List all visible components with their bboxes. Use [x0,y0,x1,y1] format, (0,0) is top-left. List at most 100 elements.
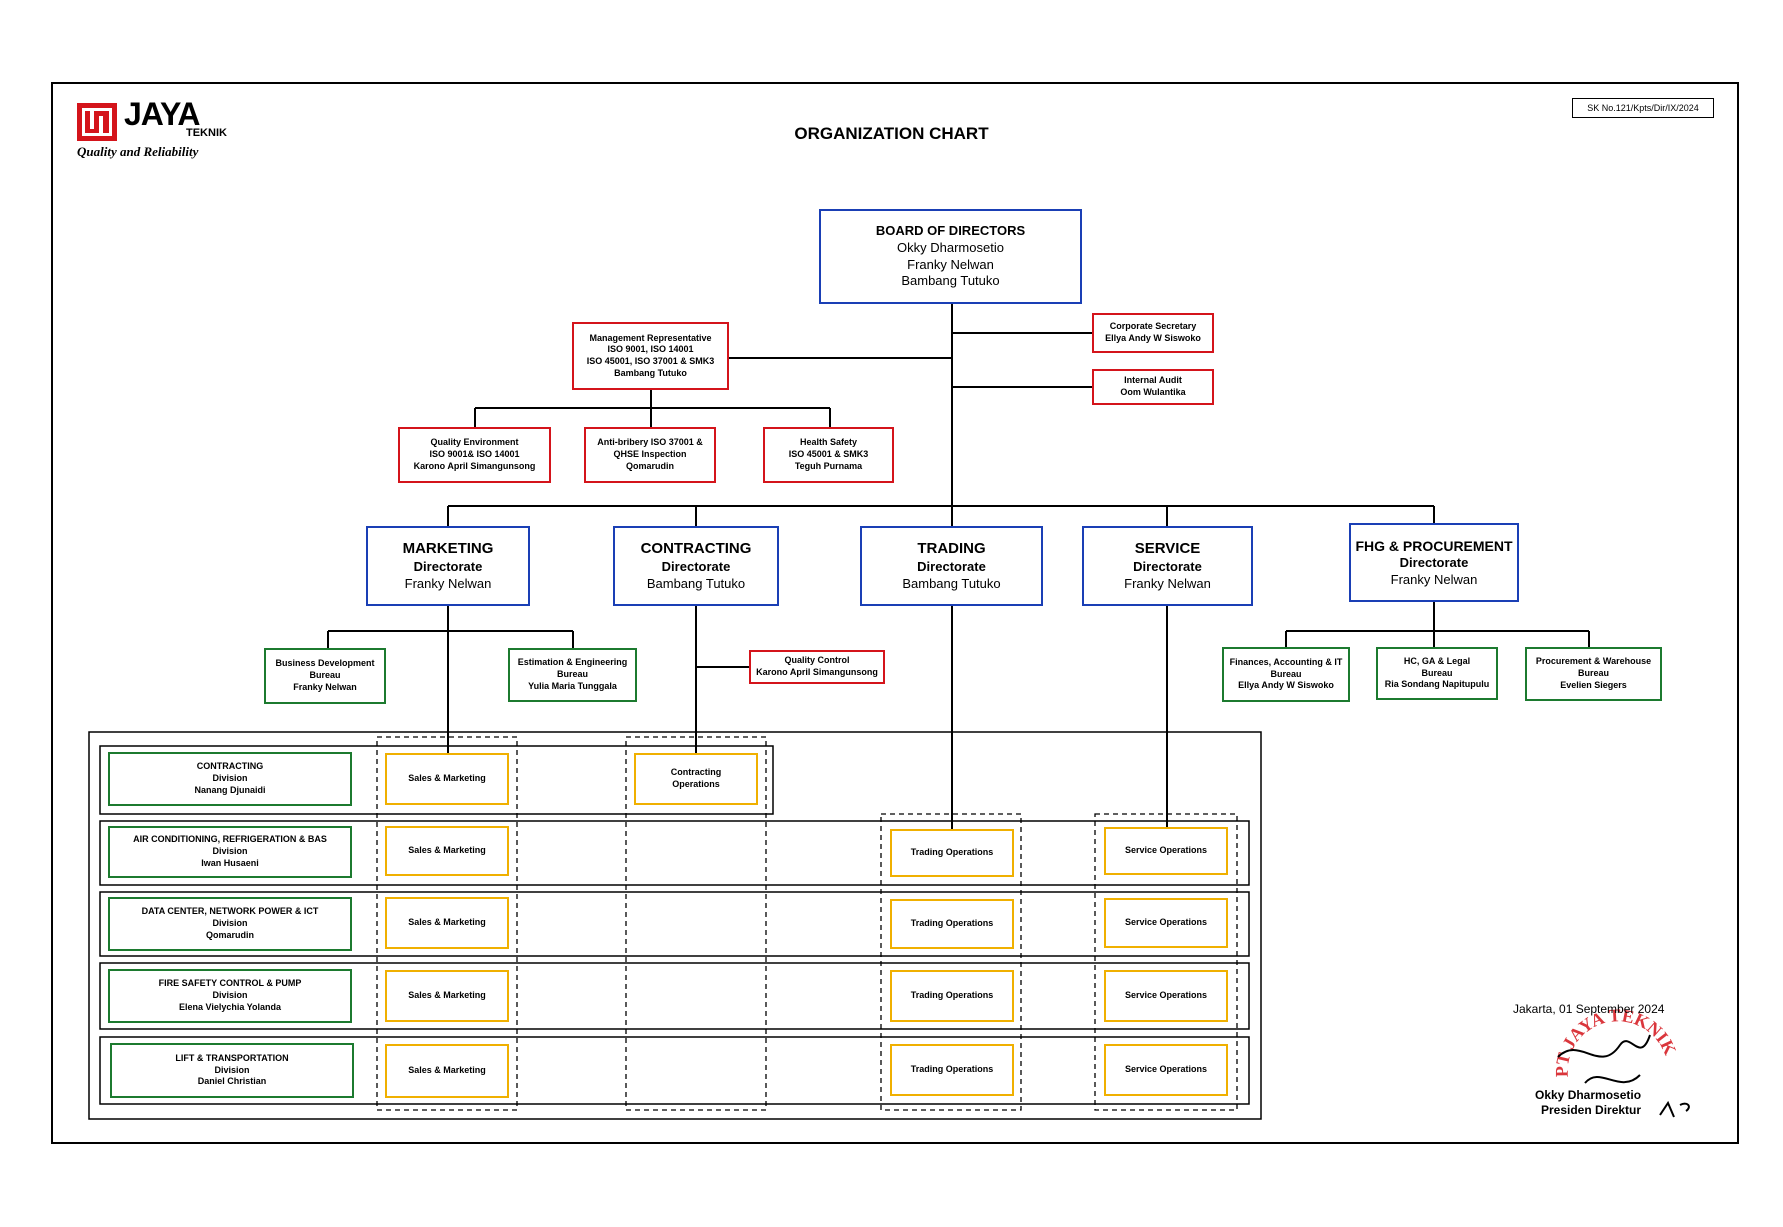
board-member: Okky Dharmosetio [897,239,1004,255]
finance-bureau: Finances, Accounting & IT Bureau Ellya A… [1222,647,1350,702]
directorate-sub: Directorate [413,558,483,574]
division-title: DATA CENTER, NETWORK POWER & ICT [141,906,319,917]
sales-marketing-box: Sales & Marketing [385,753,509,805]
division-sub: Division [212,990,248,1001]
unit-line: Finances, Accounting & IT [1229,656,1343,667]
sales-marketing-box: Sales & Marketing [385,970,509,1022]
ops-line: Contracting [670,767,722,778]
unit-line: QHSE Inspection [613,449,687,460]
division-title: CONTRACTING [196,761,264,772]
contracting-directorate: CONTRACTING Directorate Bambang Tutuko [613,526,779,606]
quality-environment-box: Quality Environment ISO 9001& ISO 14001 … [398,427,551,483]
directorate-title: FHG & PROCUREMENT [1355,537,1513,554]
unit-line: Bureau [1577,668,1609,679]
quality-control-box: Quality Control Karono April Simangunson… [749,650,885,684]
unit-title: Corporate Secretary [1109,321,1197,332]
unit-line: Management Representative [589,332,712,343]
division-head: Nanang Djunaidi [194,784,266,795]
unit-person: Oom Wulantika [1120,387,1186,397]
company-stamp-icon: PT JAYA TEKNIK [1552,1005,1690,1118]
directorate-head: Bambang Tutuko [646,575,746,591]
service-operations-box: Service Operations [1104,827,1228,875]
logo-mark-icon [77,103,117,141]
division-sub: Division [212,773,248,784]
division-title: FIRE SAFETY CONTROL & PUMP [158,978,302,989]
contracting-operations-box: Contracting Operations [634,753,758,805]
sales-marketing-box: Sales & Marketing [385,897,509,949]
unit-line: Bureau [556,669,588,680]
unit-line: ISO 9001, ISO 14001 [607,344,694,355]
trading-operations-box: Trading Operations [890,829,1014,877]
division-sub: Division [214,1064,250,1075]
unit-line: Karono April Simangunsong [413,460,536,471]
division-air-conditioning: AIR CONDITIONING, REFRIGERATION & BAS Di… [108,826,352,878]
board-title: BOARD OF DIRECTORS [875,222,1026,238]
division-sub: Division [212,846,248,857]
signatory-title: Presiden Direktur [1541,1103,1642,1117]
page-title: ORGANIZATION CHART [794,124,989,143]
directorate-title: CONTRACTING [640,540,752,558]
corporate-secretary-box: Corporate Secretary Ellya Andy W Siswoko [1092,313,1214,353]
service-operations-box: Service Operations [1104,1044,1228,1096]
hc-ga-legal-bureau: HC, GA & Legal Bureau Ria Sondang Napitu… [1376,647,1498,700]
logo-wordmark: JAYA [124,96,200,132]
directorate-title: TRADING [917,540,986,558]
sk-number: SK No.121/Kpts/Dir/IX/2024 [1572,98,1714,118]
unit-line: Estimation & Engineering [517,657,628,668]
division-head: Elena Vielychia Yolanda [178,1001,282,1012]
board-of-directors: BOARD OF DIRECTORS Okky Dharmosetio Fran… [819,209,1082,304]
ops-line: Operations [672,779,720,789]
directorate-head: Franky Nelwan [1390,571,1478,587]
unit-line: Bureau [1270,668,1302,679]
directorate-sub: Directorate [917,558,986,574]
logo-tagline: Quality and Reliability [77,144,199,159]
division-title: LIFT & TRANSPORTATION [175,1052,289,1063]
division-head: Iwan Husaeni [201,857,259,868]
division-fire-safety: FIRE SAFETY CONTROL & PUMP Division Elen… [108,969,352,1023]
unit-line: Evelien Siegers [1560,679,1627,690]
fhg-procurement-directorate: FHG & PROCUREMENT Directorate Franky Nel… [1349,523,1519,602]
unit-line: Bureau [1421,667,1453,678]
trading-directorate: TRADING Directorate Bambang Tutuko [860,526,1043,606]
unit-line: Franky Nelwan [293,681,357,692]
unit-line: Health Safety [799,437,858,448]
logo-subword: TEKNIK [186,127,227,139]
health-safety-box: Health Safety ISO 45001 & SMK3 Teguh Pur… [763,427,894,483]
unit-line: ISO 9001& ISO 14001 [429,449,520,460]
directorate-title: MARKETING [402,540,494,558]
signatory-name: Okky Dharmosetio [1535,1088,1642,1102]
directorate-sub: Directorate [1399,554,1469,570]
unit-line: ISO 45001 & SMK3 [788,449,869,460]
directorate-sub: Directorate [661,558,731,574]
directorate-title: SERVICE [1134,540,1201,558]
unit-line: Quality Environment [430,437,519,448]
sales-marketing-box: Sales & Marketing [385,1044,509,1098]
unit-line: Ellya Andy W Siswoko [1238,680,1334,691]
directorate-head: Franky Nelwan [404,575,492,591]
division-head: Daniel Christian [197,1076,267,1087]
management-representative-box: Management Representative ISO 9001, ISO … [572,322,729,390]
trading-operations-box: Trading Operations [890,970,1014,1022]
unit-line: ISO 45001, ISO 37001 & SMK3 [586,356,715,366]
trading-operations-box: Trading Operations [890,899,1014,949]
unit-line: Quality Control [784,655,850,666]
unit-line: Business Development [275,658,375,669]
chart-frame [51,82,1739,1144]
division-contracting: CONTRACTING Division Nanang Djunaidi [108,752,352,806]
service-operations-box: Service Operations [1104,970,1228,1022]
estimation-engineering-bureau: Estimation & Engineering Bureau Yulia Ma… [508,648,637,702]
unit-person: Ellya Andy W Siswoko [1105,333,1201,343]
directorate-head: Bambang Tutuko [902,575,1001,591]
board-member: Bambang Tutuko [901,273,1000,289]
board-member: Franky Nelwan [907,256,994,272]
unit-title: Internal Audit [1124,375,1182,386]
unit-line: Anti-bribery ISO 37001 & [597,437,703,448]
unit-line: Bureau [309,670,341,681]
service-directorate: SERVICE Directorate Franky Nelwan [1082,526,1253,606]
division-sub: Division [212,918,248,929]
unit-line: Karono April Simangunsong [756,667,878,677]
division-title: AIR CONDITIONING, REFRIGERATION & BAS [133,834,327,845]
directorate-head: Franky Nelwan [1124,575,1211,591]
marketing-directorate: MARKETING Directorate Franky Nelwan [366,526,530,606]
